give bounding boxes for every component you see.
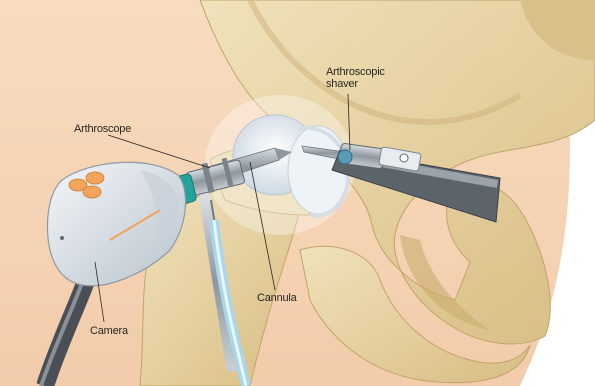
cannula-label: Cannula	[257, 292, 297, 304]
shaver-hub-cap	[338, 150, 352, 164]
camera-button-bottom	[83, 186, 101, 198]
camera-label: Camera	[90, 325, 128, 337]
camera-indicator	[60, 236, 64, 240]
shaver-label-line-1: Arthroscopic	[326, 66, 385, 78]
shaver-valve	[400, 154, 408, 162]
arthroscopic-shaver-label: Arthroscopic shaver	[326, 66, 385, 90]
camera-button-middle	[86, 172, 104, 184]
shaver-label-line-2: shaver	[326, 78, 385, 90]
arthroscope-label: Arthroscope	[74, 123, 131, 135]
